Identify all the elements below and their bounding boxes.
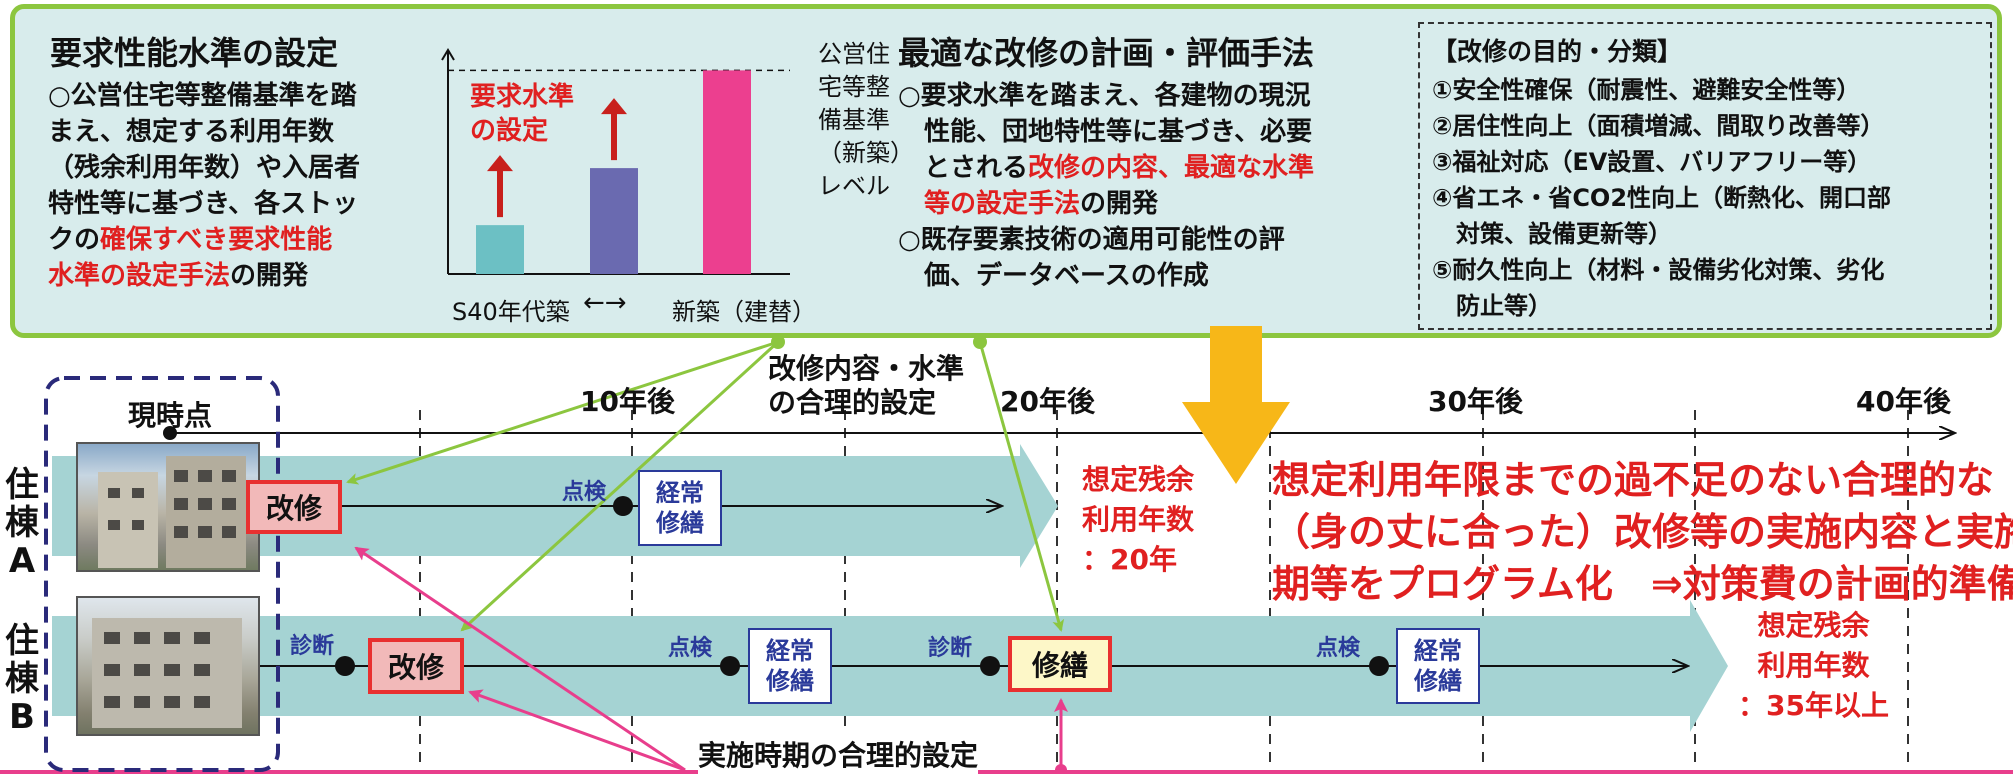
- green-arrow-a: [346, 340, 779, 485]
- panel1-text-segment: ○公営住宅等整備基準を踏: [48, 81, 357, 111]
- purpose-title: 【改修の目的・分類】: [1432, 37, 1683, 66]
- building-b-repair2: 経常 修繕: [1396, 628, 1480, 704]
- chart-left-label: S40年代築: [452, 298, 570, 326]
- building-b-repair1: 経常 修繕: [748, 628, 832, 704]
- building-b-renovation: 改修: [368, 638, 464, 694]
- building-b-inspect1-dot: [720, 656, 740, 676]
- mini-chart-bar: [703, 70, 751, 274]
- pink-arrow-a: [354, 546, 686, 772]
- building-a-remaining: 想定残余 利用年数 ：20年: [1082, 463, 1195, 576]
- pink-arrow-b: [468, 689, 686, 772]
- green-node-2: [973, 335, 987, 349]
- mini-chart-arrowhead: [601, 98, 627, 115]
- chart-range-arrow: ←→: [583, 288, 627, 318]
- panel2-body: ○要求水準を踏まえ、各建物の現況 性能、団地特性等に基づき、必要 とされる改修の…: [898, 78, 1418, 294]
- panel2-line: 性能、団地特性等に基づき、必要: [898, 114, 1418, 150]
- building-a-inspect-dot: [613, 496, 633, 516]
- mini-chart-annotation: 要求水準 の設定: [470, 82, 575, 146]
- panel2-line: 価、データベースの作成: [898, 258, 1418, 294]
- mini-chart-arrows: [487, 98, 627, 218]
- panel1-line: 水準の設定手法の開発: [48, 258, 448, 294]
- green-node-1: [771, 335, 785, 349]
- mini-chart-bar: [590, 168, 638, 274]
- building-b-inspect1-label: 点検: [668, 636, 713, 661]
- building-b-fix: 修繕: [1008, 636, 1112, 692]
- purpose-item: ③福祉対応（EV設置、バリアフリー等）: [1432, 148, 1872, 176]
- building-b-photo: [76, 596, 260, 736]
- panel1-text-segment: の開発: [230, 261, 309, 291]
- mini-chart-bars: [476, 70, 751, 274]
- panel1-text-segment: 水準の設定手法: [48, 261, 231, 291]
- building-a-renovation: 改修: [246, 480, 342, 534]
- building-b-inspect2-dot: [1369, 656, 1389, 676]
- panel2-line: ○要求水準を踏まえ、各建物の現況: [898, 78, 1418, 114]
- content-setting-label: 改修内容・水準 の合理的設定: [768, 352, 965, 419]
- tick-30: 30年後: [1428, 385, 1523, 418]
- now-frame: [44, 376, 280, 772]
- purpose-item: 対策、設備更新等）: [1432, 220, 1672, 248]
- panel2-text-segment: ○既存要素技術の適用可能性の評: [898, 225, 1285, 255]
- panel2-text-segment: ○要求水準を踏まえ、各建物の現況: [898, 81, 1311, 111]
- top-panel: [10, 4, 2002, 338]
- building-b-diagnosis2-label: 診断: [928, 636, 973, 661]
- building-a-repair: 経常 修繕: [638, 470, 722, 546]
- purpose-item: ①安全性確保（耐震性、避難安全性等）: [1432, 76, 1861, 104]
- program-statement: 想定利用年限までの過不足のない合理的な （身の丈に合った）改修等の実施内容と実施…: [1272, 458, 2013, 606]
- panel2-text-segment: 性能、団地特性等に基づき、必要: [898, 117, 1313, 147]
- tick-20: 20年後: [1000, 385, 1095, 418]
- panel1-line: 特性等に基づき、各ストッ: [48, 186, 448, 222]
- panel2-line: とされる改修の内容、最適な水準: [898, 150, 1418, 186]
- panel2-line: ○既存要素技術の適用可能性の評: [898, 222, 1418, 258]
- building-b-label: 住 棟 B: [5, 621, 39, 737]
- panel1-text-segment: クの: [48, 225, 101, 255]
- yellow-down-arrow: [1182, 326, 1290, 484]
- panel1-line: まえ、想定する利用年数: [48, 114, 448, 150]
- panel1-text-segment: 特性等に基づき、各ストッ: [48, 189, 359, 219]
- now-label: 現時点: [128, 399, 213, 432]
- purpose-box: 【改修の目的・分類】 ①安全性確保（耐震性、避難安全性等） ②居住性向上（面積増減…: [1418, 22, 1992, 330]
- mini-chart-y-arrowhead: [441, 48, 455, 61]
- mini-chart-bar: [476, 225, 524, 274]
- standard-level-label: 公営住 宅等整 備基準 （新築） レベル: [818, 40, 914, 200]
- purpose-item: ②居住性向上（面積増減、間取り改善等）: [1432, 112, 1885, 140]
- panel2-text-segment: 等の設定手法: [898, 189, 1081, 219]
- building-b-inspect2-label: 点検: [1316, 636, 1361, 661]
- panel1-line: クの確保すべき要求性能: [48, 222, 448, 258]
- mini-chart-arrowhead: [487, 155, 513, 172]
- panel1-text-segment: （残余利用年数）や入居者: [48, 153, 361, 183]
- green-arrow-b: [460, 340, 780, 632]
- tick-10: 10年後: [580, 385, 675, 418]
- now-dot: [163, 426, 177, 440]
- purpose-item: ⑤耐久性向上（材料・設備劣化対策、劣化: [1432, 256, 1885, 284]
- building-b-diagnosis1-dot: [335, 656, 355, 676]
- panel2-text-segment: とされる: [898, 153, 1029, 183]
- panel1-title: 要求性能水準の設定: [50, 34, 339, 72]
- green-arrow-fix: [978, 341, 1065, 632]
- chart-right-label: 新築（建替）: [672, 298, 816, 326]
- building-a-label: 住 棟 A: [5, 465, 39, 581]
- tick-40: 40年後: [1856, 385, 1951, 418]
- building-a-photo: [76, 442, 260, 572]
- building-b-diagnosis2-dot: [980, 656, 1000, 676]
- purpose-item: 防止等）: [1432, 292, 1552, 320]
- timing-setting-label: 実施時期の合理的設定: [698, 734, 979, 774]
- panel1-text-segment: まえ、想定する利用年数: [48, 117, 335, 147]
- panel2-title: 最適な改修の計画・評価手法: [898, 34, 1315, 72]
- building-a-inspect-label: 点検: [562, 480, 607, 505]
- panel2-text-segment: 価、データベースの作成: [898, 261, 1209, 291]
- panel1-line: （残余利用年数）や入居者: [48, 150, 448, 186]
- purpose-item: ④省エネ・省CO2性向上（断熱化、開口部: [1432, 184, 1892, 212]
- pink-node: [1055, 764, 1067, 774]
- panel1-line: ○公営住宅等整備基準を踏: [48, 78, 448, 114]
- mini-chart: [441, 48, 790, 275]
- purpose-list: ①安全性確保（耐震性、避難安全性等） ②居住性向上（面積増減、間取り改善等） ③福祉…: [1432, 72, 1978, 324]
- panel1-body: ○公営住宅等整備基準を踏まえ、想定する利用年数 （残余利用年数）や入居者特性等に基…: [48, 78, 448, 294]
- building-b-remaining: 想定残余 利用年数 ：35年以上: [1738, 609, 1889, 722]
- panel2-line: 等の設定手法の開発: [898, 186, 1418, 222]
- panel2-text-segment: 改修の内容、最適な水準: [1028, 153, 1315, 183]
- panel1-text-segment: 確保すべき要求性能: [100, 225, 333, 255]
- panel2-text-segment: の開発: [1080, 189, 1159, 219]
- building-b-diagnosis1-label: 診断: [290, 634, 335, 659]
